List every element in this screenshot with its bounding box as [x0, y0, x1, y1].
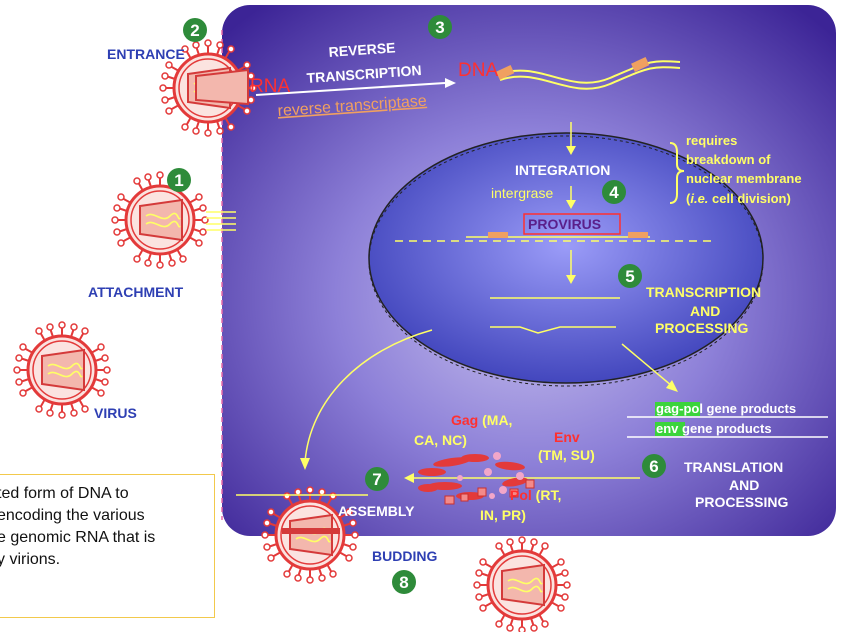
label-budding: BUDDING	[372, 548, 437, 564]
caption-box: ted form of DNA to encoding the various …	[0, 474, 215, 618]
pol-label-line-1: Pol (RT,	[510, 487, 561, 503]
svg-text:5: 5	[625, 267, 634, 286]
step-5-circle: 5	[618, 264, 642, 288]
requires-line-2: breakdown of	[686, 152, 771, 167]
label-intergrase: intergrase	[491, 185, 553, 201]
gag-label-line-1: Gag (MA,	[451, 412, 512, 428]
transcription-label-1: TRANSCRIPTION	[646, 284, 761, 300]
svg-text:7: 7	[372, 470, 381, 489]
requires-line-4: (i.e. cell division)	[686, 191, 791, 206]
step-4-circle: 4	[602, 180, 626, 204]
env-gene-products: env gene products	[656, 421, 772, 436]
step-2-circle: 2	[183, 18, 207, 42]
translation-label-3: PROCESSING	[695, 494, 788, 510]
label-assembly: ASSEMBLY	[338, 503, 415, 519]
released-virion	[472, 535, 572, 632]
label-rna: RNA	[250, 76, 290, 97]
step-6-circle: 6	[642, 454, 666, 478]
label-integration: INTEGRATION	[515, 162, 610, 178]
provirus-box	[523, 213, 621, 235]
label-reverse: REVERSE	[328, 39, 396, 60]
env-protein-label: Env	[554, 429, 580, 445]
pol-label-line-2: IN, PR)	[480, 507, 526, 523]
env-protein-sub-label: (TM, SU)	[538, 447, 595, 463]
label-provirus: PROVIRUS	[528, 216, 601, 232]
requires-line-3: nuclear membrane	[686, 171, 802, 186]
svg-text:4: 4	[609, 183, 619, 202]
step-8-circle: 8	[392, 570, 416, 594]
translation-label-2: AND	[729, 477, 759, 493]
caption-line-1: ted form of DNA to	[0, 485, 129, 502]
svg-text:8: 8	[399, 573, 408, 592]
requires-line-1: requires	[686, 133, 737, 148]
attaching-virion	[110, 170, 210, 270]
label-attachment: ATTACHMENT	[88, 284, 184, 300]
label-dna: DNA	[458, 60, 498, 81]
step-7-circle: 7	[365, 467, 389, 491]
step-1-circle: 1	[167, 168, 191, 192]
free-virion	[12, 320, 112, 420]
svg-text:1: 1	[174, 171, 183, 190]
step-3-circle: 3	[428, 15, 452, 39]
transcription-label-3: PROCESSING	[655, 320, 748, 336]
svg-text:3: 3	[435, 18, 444, 37]
gag-label-line-2: CA, NC)	[414, 432, 467, 448]
label-entrance: ENTRANCE	[107, 46, 185, 62]
caption-line-2: encoding the various	[0, 507, 145, 524]
caption-line-4: y virions.	[0, 551, 61, 568]
caption-line-3: e genomic RNA that is	[0, 529, 156, 546]
svg-text:2: 2	[190, 21, 199, 40]
label-virus: VIRUS	[94, 405, 137, 421]
gag-pol-gene-products: gag-pol gene products	[656, 401, 796, 416]
svg-text:6: 6	[649, 457, 658, 476]
transcription-label-2: AND	[690, 303, 720, 319]
translation-label-1: TRANSLATION	[684, 459, 783, 475]
